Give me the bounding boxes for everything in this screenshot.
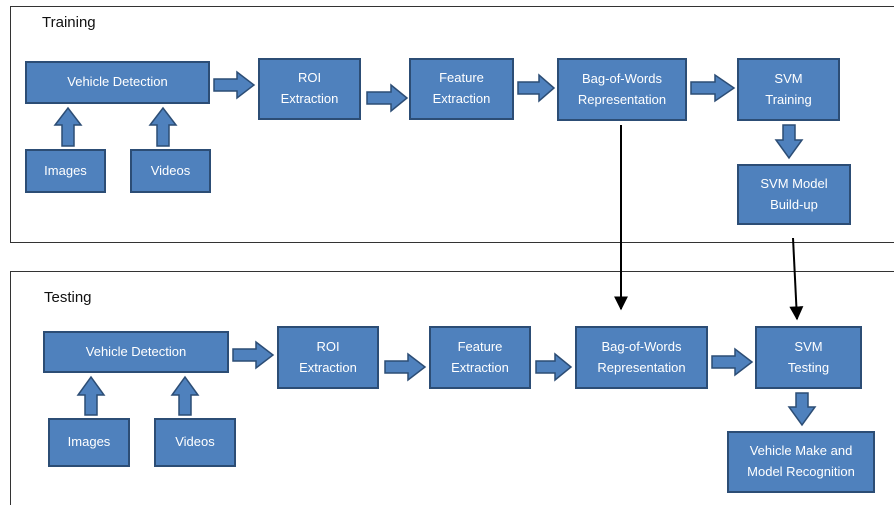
testing-bag-of-words-box: Bag-of-Words Representation [575,326,708,389]
svm-model-buildup-box: SVM Model Build-up [737,164,851,225]
training-videos-box: Videos [130,149,211,193]
svm-testing-box: SVM Testing [755,326,862,389]
testing-vehicle-detection-box: Vehicle Detection [43,331,229,373]
recognition-box: Vehicle Make and Model Recognition [727,431,875,493]
training-svm-training-box: SVM Training [737,58,840,121]
training-feature-extraction-box: Feature Extraction [409,58,514,120]
training-vehicle-detection-box: Vehicle Detection [25,61,210,104]
testing-roi-extraction-box: ROI Extraction [277,326,379,389]
testing-videos-box: Videos [154,418,236,467]
training-roi-extraction-box: ROI Extraction [258,58,361,120]
training-title: Training [42,14,96,31]
testing-feature-extraction-box: Feature Extraction [429,326,531,389]
testing-title: Testing [44,289,92,306]
training-images-box: Images [25,149,106,193]
testing-images-box: Images [48,418,130,467]
training-bag-of-words-box: Bag-of-Words Representation [557,58,687,121]
